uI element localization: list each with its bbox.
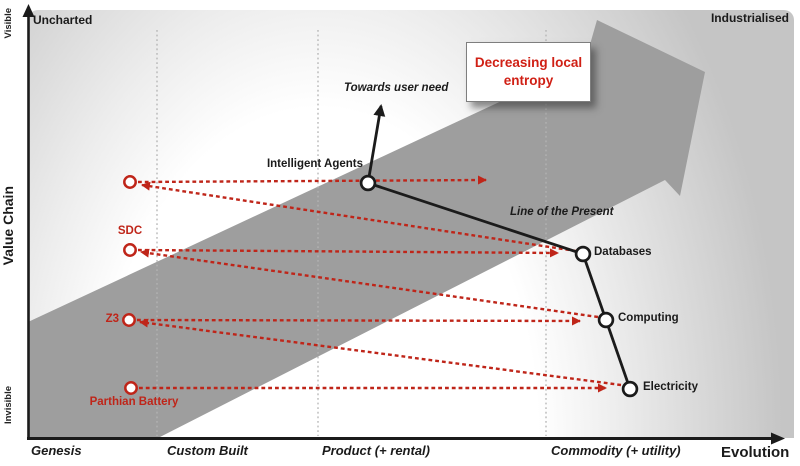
node-computing	[597, 311, 615, 329]
past-node-sdc	[123, 243, 137, 257]
past-node-intelligent-agents-past	[123, 175, 137, 189]
node-electricity	[621, 380, 639, 398]
towards-user-need-label: Towards user need	[344, 82, 449, 94]
node-label-z3: Z3	[105, 313, 119, 325]
past-node-z3	[122, 313, 136, 327]
node-intelligent-agents	[359, 174, 377, 192]
past-node-parthian-battery	[124, 381, 138, 395]
emergence-arrow	[140, 248, 599, 319]
region-label-uncharted: Uncharted	[33, 13, 93, 27]
x-axis-arrowhead	[771, 432, 785, 445]
evolution-arrow	[137, 248, 559, 258]
x-stage-genesis: Genesis	[31, 443, 82, 458]
region-label-industrialised: Industrialised	[710, 11, 789, 25]
y-axis-title: Value Chain	[0, 186, 16, 266]
x-stage-commodity: Commodity (+ utility)	[551, 443, 681, 458]
towards-user-need-arrow	[366, 104, 386, 184]
evolution-arrow	[136, 316, 581, 326]
node-label-databases: Databases	[594, 246, 652, 258]
entropy-annotation-box: Decreasing local entropy	[466, 42, 591, 102]
emergence-arrow	[141, 181, 577, 253]
node-databases	[574, 245, 592, 263]
node-label-electricity: Electricity	[643, 381, 698, 393]
x-stage-custom-built: Custom Built	[167, 443, 248, 458]
entropy-band-arrow	[28, 20, 705, 437]
line-of-present-label: Line of the Present	[510, 206, 614, 218]
entropy-annotation-text: Decreasing local entropy	[474, 54, 583, 88]
y-axis-label-invisible: Invisible	[3, 386, 14, 425]
x-stage-product: Product (+ rental)	[322, 443, 430, 458]
node-label-parthian-battery: Parthian Battery	[89, 396, 179, 408]
y-axis-label-visible: Visible	[3, 8, 14, 39]
node-label-intelligent-agents: Intelligent Agents	[266, 158, 363, 170]
y-axis-arrowhead	[22, 4, 35, 17]
evolution-arrow	[137, 175, 487, 185]
emergence-arrow	[139, 318, 622, 387]
x-axis-title: Evolution	[721, 444, 790, 461]
line-of-the-present	[367, 181, 632, 390]
node-label-sdc: SDC	[117, 225, 143, 237]
node-label-computing: Computing	[618, 312, 679, 324]
